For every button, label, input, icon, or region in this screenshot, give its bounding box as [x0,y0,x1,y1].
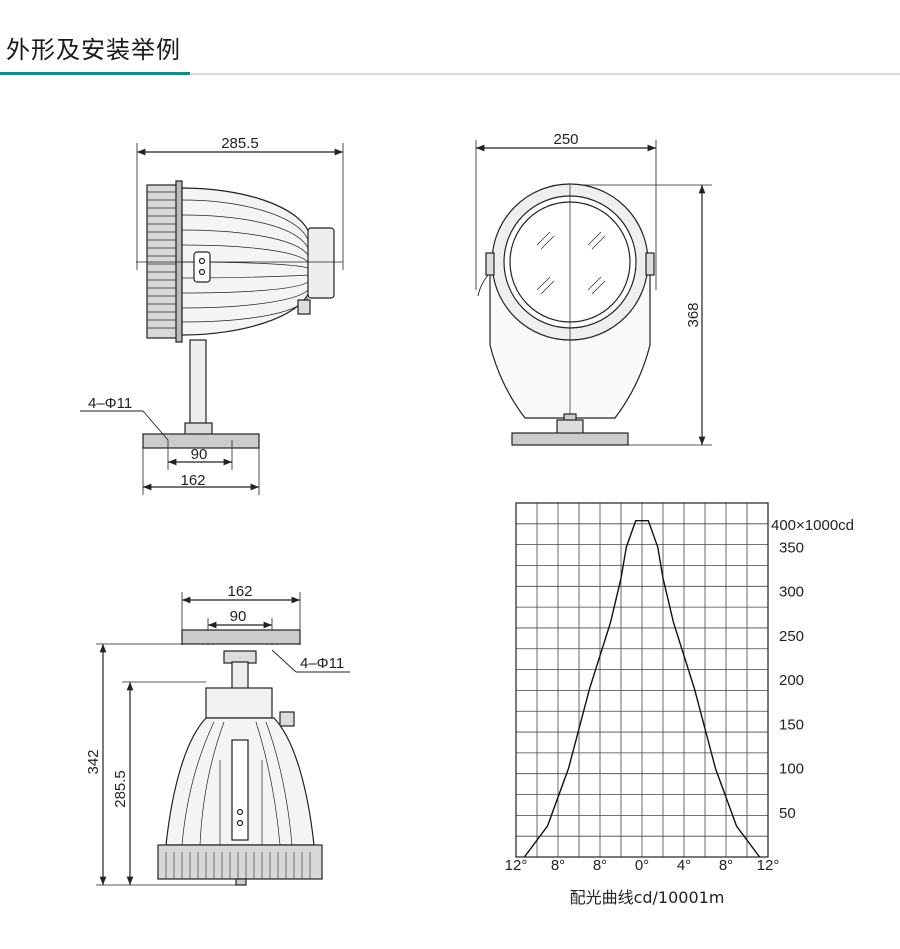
chart-y-tick-label: 150 [779,716,804,733]
pendant-base-width-label: 162 [227,583,252,600]
chart-x-tick-label: 12° [757,857,780,874]
title-accent-bar [0,72,190,75]
section-title: 外形及安装举例 [6,36,181,64]
light-distribution-chart: 350 300 250 200 150 100 50 12° 8° 8° 0° 4° 8° 12° [505,502,804,874]
chart-y-tick-label: 50 [779,805,796,822]
side-mount-holes-label: 4–Φ11 [88,395,132,412]
chart-frame [515,502,769,858]
side-base-width-label: 162 [180,472,205,489]
chart-y-tick-label: 250 [779,628,804,645]
front-width-label: 250 [553,131,578,148]
pendant-view [96,592,350,886]
side-view [80,143,344,495]
chart-x-axis-title: 配光曲线cd/10001m [570,888,725,907]
chart-series-line [523,520,761,858]
chart-x-tick-label: 8° [593,857,607,874]
pendant-body-height-label: 285.5 [112,770,129,808]
chart-y-tick-label: 350 [779,539,804,556]
pendant-mount-holes-label: 4–Φ11 [300,655,344,672]
chart-y-tick-label: 200 [779,672,804,689]
front-height-label: 368 [685,302,702,327]
side-inner-span-label: 90 [191,446,208,463]
chart-y-tick-label: 300 [779,584,804,601]
pendant-total-height-label: 342 [85,749,102,774]
chart-y-tick-label: 100 [779,761,804,778]
chart-x-tick-label: 8° [719,857,733,874]
pendant-inner-span-label: 90 [230,608,247,625]
side-width-label: 285.5 [221,135,259,152]
chart-x-tick-label: 0° [635,857,649,874]
chart-unit-label: 400×1000cd [771,517,854,534]
title-divider [0,73,900,75]
chart-x-tick-label: 12° [505,857,528,874]
chart-x-tick-label: 4° [677,857,691,874]
front-view [475,140,712,446]
chart-x-tick-label: 8° [551,857,565,874]
